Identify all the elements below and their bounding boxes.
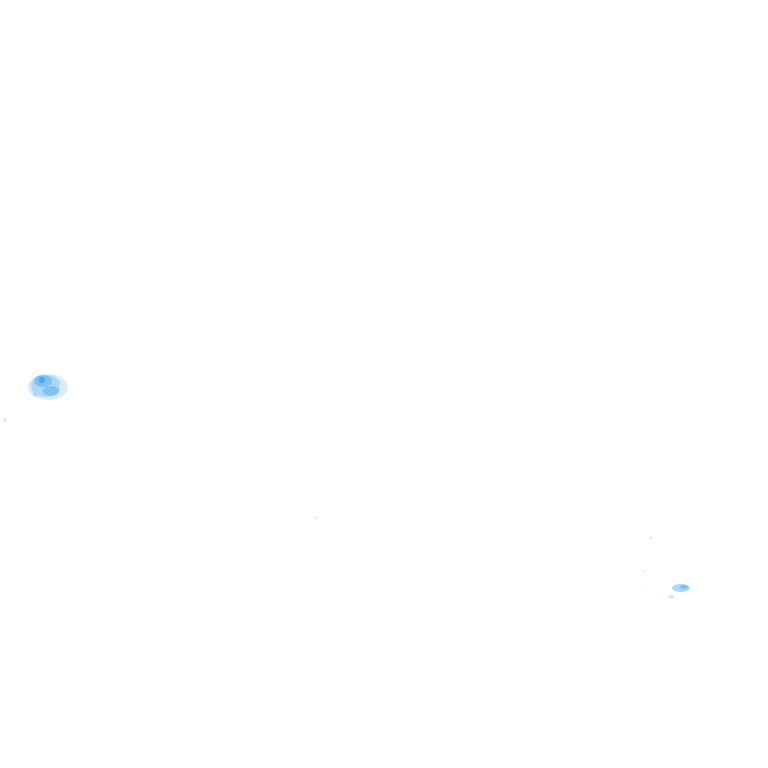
- echo-west-core: [39, 377, 45, 383]
- speck: [170, 434, 172, 436]
- precip-echo-southeast: [668, 584, 690, 599]
- speck: [643, 589, 645, 591]
- precip-echo-west: [28, 374, 68, 400]
- echo-se-fringe: [668, 595, 674, 599]
- speck: [314, 516, 318, 520]
- speck: [649, 536, 653, 540]
- echo-west-fringe: [33, 390, 39, 396]
- echo-west-fringe-2: [59, 383, 65, 389]
- radar-specks: [3, 418, 653, 591]
- echo-se-medium: [680, 585, 688, 589]
- speck: [3, 418, 7, 422]
- echo-west-medium-2: [43, 386, 59, 396]
- speck: [643, 570, 645, 572]
